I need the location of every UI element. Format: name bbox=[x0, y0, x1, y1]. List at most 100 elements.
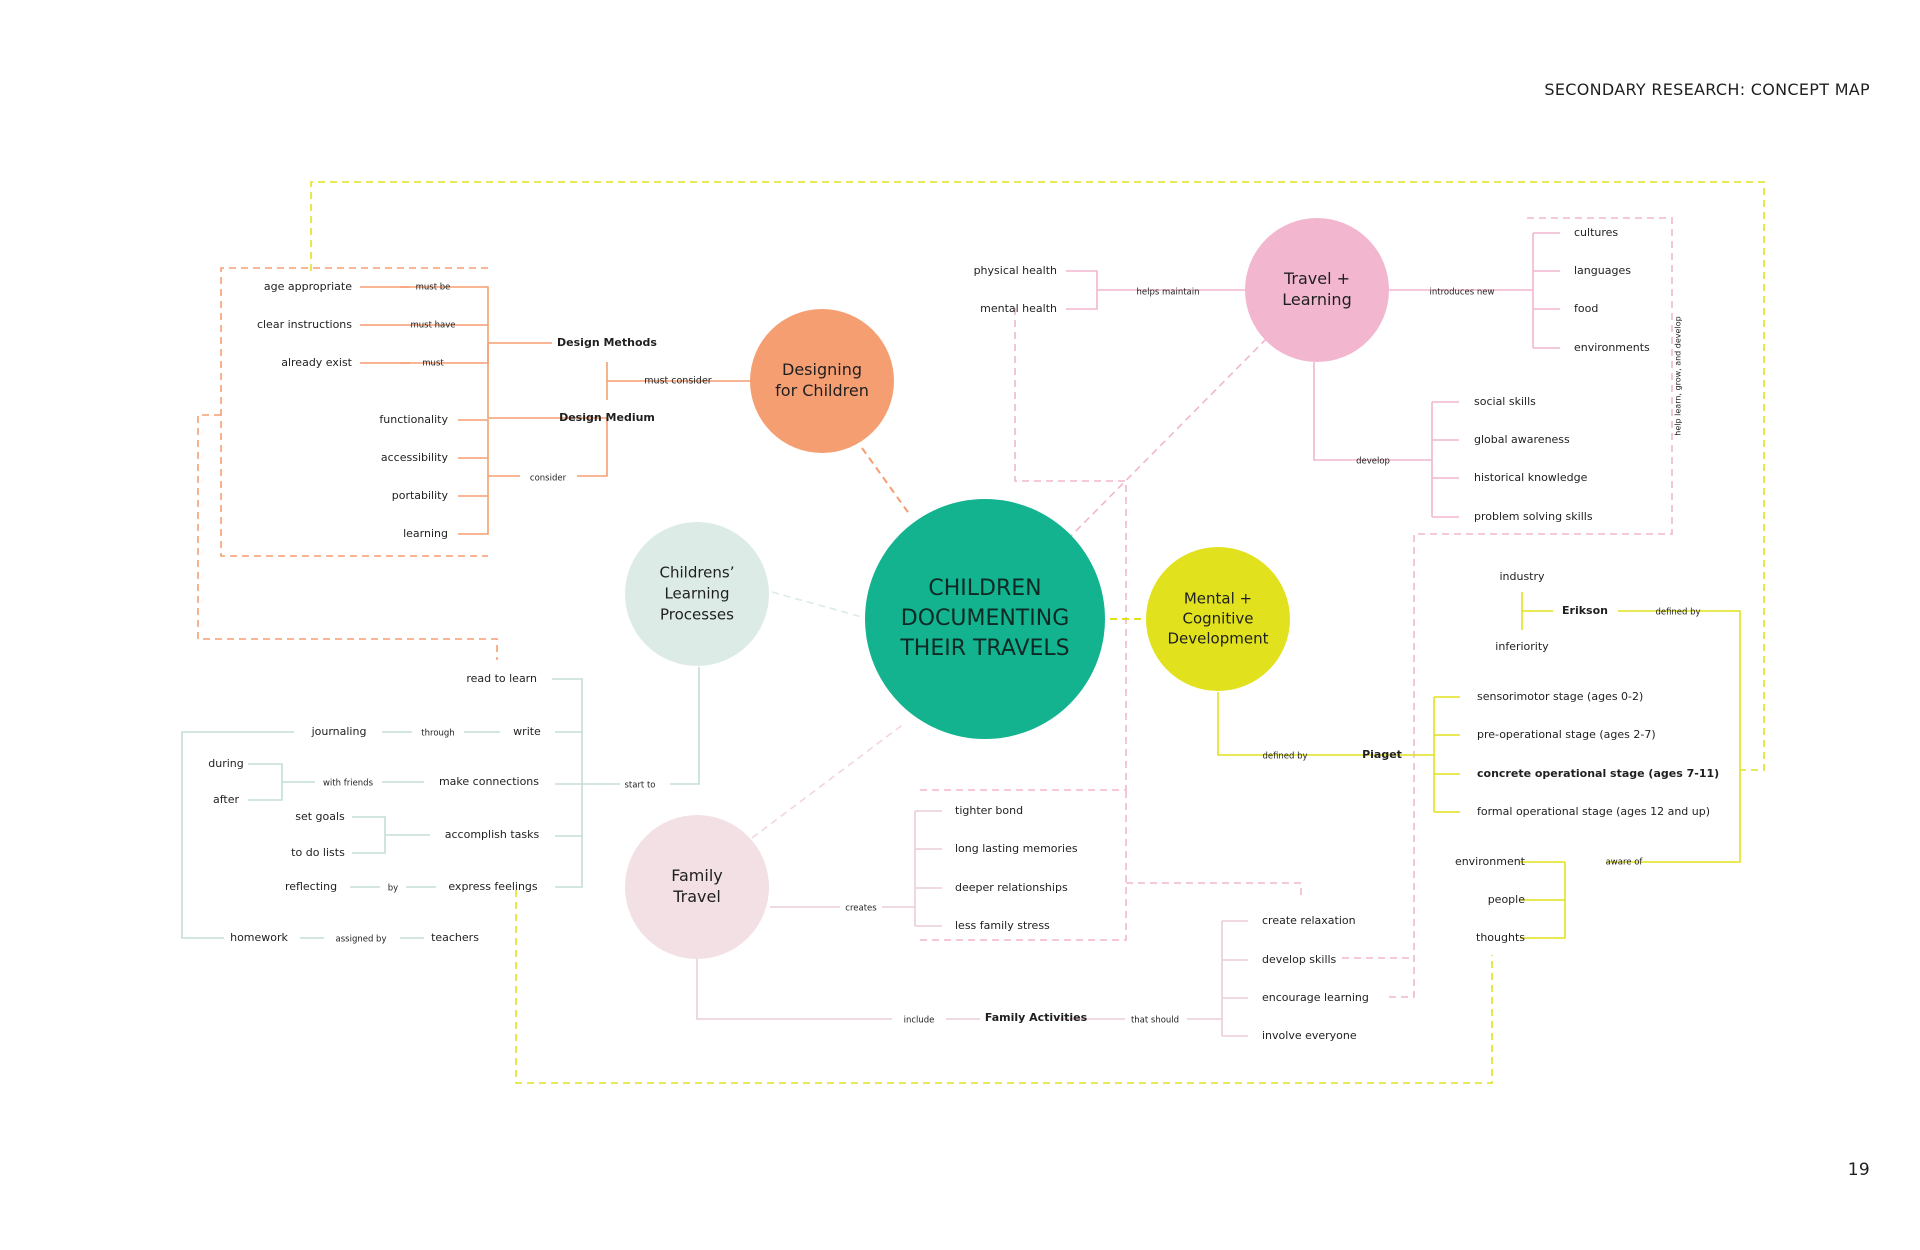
start-to-label: start to bbox=[624, 781, 655, 791]
health-item: mental health bbox=[980, 302, 1057, 315]
learning-item: read to learn bbox=[466, 672, 537, 685]
page-title: SECONDARY RESEARCH: CONCEPT MAP bbox=[1544, 80, 1870, 99]
link-develop bbox=[1313, 362, 1432, 461]
through-label: through bbox=[421, 729, 454, 739]
defined-by-label: defined by bbox=[1655, 608, 1700, 618]
center-node-label: CHILDREN bbox=[928, 576, 1041, 601]
creates-item: less family stress bbox=[955, 919, 1050, 932]
should-item: create relaxation bbox=[1262, 914, 1356, 927]
travel-node bbox=[1245, 218, 1389, 362]
introduces-new-label: introduces new bbox=[1430, 288, 1495, 298]
learning-item: make connections bbox=[439, 775, 539, 788]
new-item: environments bbox=[1574, 341, 1650, 354]
piaget-stage: sensorimotor stage (ages 0-2) bbox=[1477, 690, 1643, 703]
defined-by-label: defined by bbox=[1262, 752, 1307, 762]
learning-item: teachers bbox=[431, 931, 479, 944]
childrens-node-label: Learning bbox=[664, 585, 729, 603]
learning-item: write bbox=[513, 725, 541, 738]
bracket-design-medium bbox=[458, 419, 489, 535]
new-item: food bbox=[1574, 302, 1598, 315]
health-item: physical health bbox=[974, 264, 1057, 277]
center-node bbox=[865, 499, 1105, 739]
aware-of-label: aware of bbox=[1606, 858, 1644, 868]
page-number: 19 bbox=[1847, 1160, 1870, 1180]
dashed-creates-frame-bottom bbox=[920, 790, 1127, 941]
piaget-stage: pre-operational stage (ages 2-7) bbox=[1477, 728, 1656, 741]
design-methods-label: Design Methods bbox=[557, 336, 657, 349]
mental-node-label: Cognitive bbox=[1182, 610, 1253, 628]
piaget-label: Piaget bbox=[1362, 748, 1402, 761]
bracket-goals bbox=[352, 816, 386, 854]
dashed-creates-to-activities bbox=[1126, 882, 1302, 900]
new-item: languages bbox=[1574, 264, 1631, 277]
concept-labels: CHILDREN DOCUMENTING THEIR TRAVELS Designin… bbox=[208, 226, 1719, 1042]
creates-label: creates bbox=[845, 904, 877, 914]
link-include bbox=[696, 952, 892, 1020]
should-item: develop skills bbox=[1262, 953, 1337, 966]
piaget-stage: formal operational stage (ages 12 and up… bbox=[1477, 805, 1710, 818]
design-method-link: must be bbox=[416, 283, 451, 293]
dashed-health-frame bbox=[920, 308, 1127, 791]
family-node bbox=[625, 815, 769, 959]
design-method-item: clear instructions bbox=[257, 318, 352, 331]
center-node-label: THEIR TRAVELS bbox=[899, 636, 1069, 661]
link-defined-by-piaget bbox=[1217, 692, 1434, 756]
dashed-design-frame bbox=[220, 267, 488, 557]
piaget-stage: concrete operational stage (ages 7-11) bbox=[1477, 767, 1719, 780]
with-friends-label: with friends bbox=[323, 779, 374, 789]
dashed-travel-frame bbox=[1385, 217, 1673, 998]
develop-label: develop bbox=[1356, 457, 1390, 467]
link-medium-consider bbox=[487, 343, 608, 477]
should-item: encourage learning bbox=[1262, 991, 1369, 1004]
include-label: include bbox=[904, 1016, 935, 1026]
designing-node-label: for Children bbox=[775, 381, 869, 400]
bracket-during-after bbox=[248, 763, 283, 801]
should-item: involve everyone bbox=[1262, 1029, 1357, 1042]
bracket-learning bbox=[552, 678, 583, 888]
designing-node bbox=[750, 309, 894, 453]
dashed-design-to-learning bbox=[197, 414, 498, 660]
erikson-label: Erikson bbox=[1562, 604, 1608, 617]
learning-item: reflecting bbox=[285, 880, 337, 893]
consider-label: consider bbox=[530, 474, 567, 484]
family-activities-label: Family Activities bbox=[985, 1011, 1088, 1024]
design-method-link: must bbox=[422, 359, 444, 369]
design-method-link: must have bbox=[411, 321, 456, 331]
erikson-item: industry bbox=[1499, 570, 1545, 583]
design-medium-label: Design Medium bbox=[559, 411, 655, 424]
family-node-label: Travel bbox=[672, 887, 721, 906]
bracket-health bbox=[1066, 270, 1098, 310]
creates-item: long lasting memories bbox=[955, 842, 1078, 855]
mental-node bbox=[1146, 547, 1290, 691]
link-erikson-aware bbox=[1606, 610, 1741, 863]
develop-item: social skills bbox=[1474, 395, 1536, 408]
develop-item: historical knowledge bbox=[1474, 471, 1588, 484]
assigned-by-label: assigned by bbox=[336, 935, 387, 945]
link-journaling-homework bbox=[181, 731, 294, 939]
creates-item: deeper relationships bbox=[955, 881, 1068, 894]
design-medium-item: functionality bbox=[379, 413, 448, 426]
learning-item: set goals bbox=[295, 810, 345, 823]
vertical-note: help learn, grow, and develop bbox=[1674, 316, 1683, 435]
design-method-item: already exist bbox=[281, 356, 352, 369]
learning-item: homework bbox=[230, 931, 288, 944]
design-method-item: age appropriate bbox=[264, 280, 352, 293]
dashed-bottom-loop bbox=[515, 890, 1493, 1084]
designing-node-label: Designing bbox=[782, 360, 862, 379]
develop-item: global awareness bbox=[1474, 433, 1570, 446]
spoke-childrens bbox=[771, 591, 863, 618]
center-node-label: DOCUMENTING bbox=[901, 606, 1070, 631]
design-medium-item: portability bbox=[392, 489, 449, 502]
develop-item: problem solving skills bbox=[1474, 510, 1593, 523]
aware-item: environment bbox=[1455, 855, 1526, 868]
learning-item: during bbox=[208, 757, 244, 770]
family-node-label: Family bbox=[671, 866, 722, 885]
learning-item: accomplish tasks bbox=[445, 828, 540, 841]
creates-item: tighter bond bbox=[955, 804, 1023, 817]
childrens-node bbox=[625, 522, 769, 666]
connector-lines bbox=[181, 181, 1765, 1084]
helps-maintain-label: helps maintain bbox=[1136, 288, 1199, 298]
learning-item: express feelings bbox=[448, 880, 538, 893]
design-medium-item: accessibility bbox=[381, 451, 449, 464]
